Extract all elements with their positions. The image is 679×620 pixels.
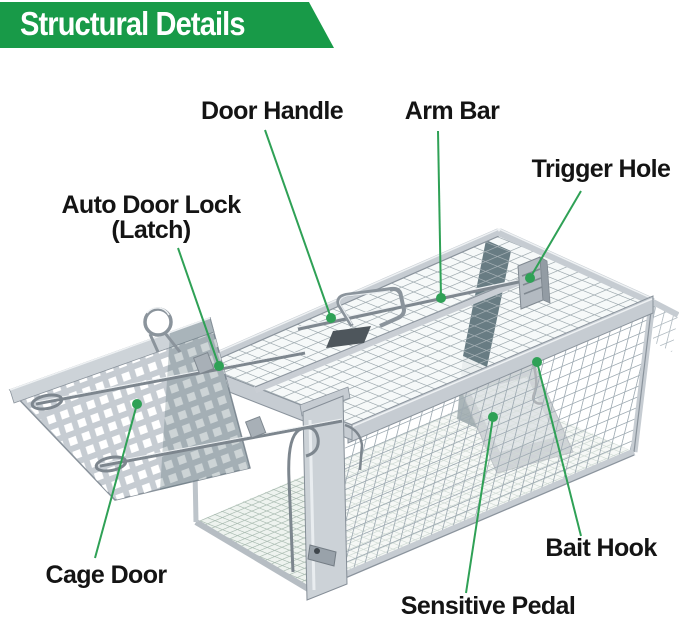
door-handle-leader-line bbox=[264, 129, 332, 319]
door-shade bbox=[160, 318, 250, 490]
callout-cage-door: Cage Door bbox=[45, 561, 167, 589]
banner-title: Structural Details bbox=[20, 5, 246, 42]
arm-bar-wire bbox=[297, 275, 542, 331]
callout-door-handle: Door Handle bbox=[200, 97, 344, 125]
leader-lines bbox=[94, 129, 582, 594]
callout-auto-door-lock-line1: Auto Door Lock bbox=[61, 191, 241, 219]
handle-slot bbox=[326, 326, 371, 348]
cage-door-leader-dot bbox=[132, 399, 142, 409]
trigger-bracket bbox=[517, 256, 551, 310]
leader-dots bbox=[132, 273, 542, 422]
latch-rod-a bbox=[35, 351, 306, 406]
auto-door-lock-leader-dot bbox=[214, 361, 224, 371]
door-handle-loop bbox=[336, 286, 407, 328]
side-hook-wire bbox=[344, 423, 364, 471]
bait-hook-leader-line bbox=[536, 361, 582, 537]
callout-trigger-hole: Trigger Hole bbox=[531, 155, 671, 183]
cage-side-wall bbox=[308, 302, 656, 594]
latch-rod-b bbox=[99, 419, 343, 468]
sensitive-pedal-leader-line bbox=[465, 416, 494, 594]
entrance-post bbox=[299, 386, 351, 601]
auto-door-lock-leader-line bbox=[177, 247, 220, 367]
trigger-hole-leader-dot bbox=[525, 273, 535, 283]
auto-door-lock-latch bbox=[30, 350, 343, 473]
sensitive-pedal-leader-dot bbox=[488, 412, 498, 422]
banner bbox=[0, 2, 334, 48]
bait-hook-leader-dot bbox=[532, 357, 542, 367]
callout-sensitive-pedal: Sensitive Pedal bbox=[400, 592, 576, 620]
arm-bar-leader-line bbox=[437, 130, 442, 299]
callout-auto-door-lock: Auto Door Lock (Latch) bbox=[61, 191, 241, 244]
cage-end-sliver bbox=[651, 299, 679, 352]
door-spring bbox=[143, 307, 182, 353]
callout-bait-hook: Bait Hook bbox=[545, 534, 657, 562]
callout-auto-door-lock-line2: (Latch) bbox=[111, 216, 191, 244]
cage-door-leader-line bbox=[94, 403, 138, 559]
trigger-hole-leader-line bbox=[529, 190, 582, 279]
arm-bar-assembly bbox=[297, 274, 542, 348]
door-handle-leader-dot bbox=[326, 313, 336, 323]
arm-bar-leader-dot bbox=[436, 293, 446, 303]
callout-arm-bar: Arm Bar bbox=[404, 97, 500, 125]
